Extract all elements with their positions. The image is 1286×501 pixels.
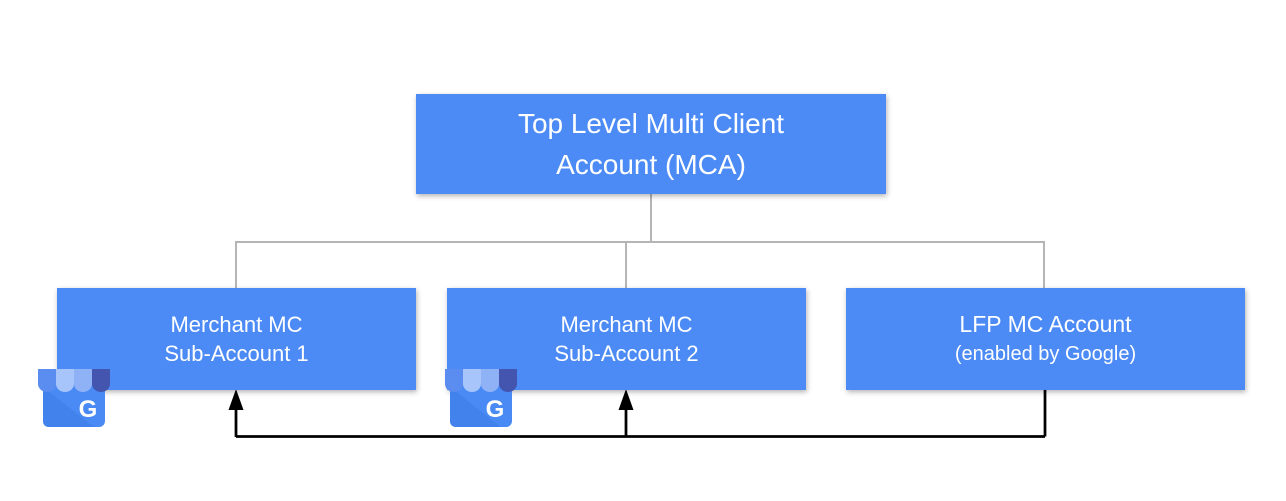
flow-connector-lines (234, 390, 1047, 438)
node-merchant-sub-account-1: Merchant MC Sub-Account 1 (57, 288, 416, 390)
g-letter: G (486, 396, 505, 423)
arrowhead-up-sub1 (228, 389, 244, 410)
awning-stripe-1 (445, 369, 463, 392)
google-business-profile-icon: G (445, 369, 517, 427)
awning-stripe-2 (463, 369, 481, 392)
storefront-shade (450, 387, 501, 427)
node-lfp-mc-account: LFP MC Account (enabled by Google) (846, 288, 1245, 390)
storefront-shade (43, 387, 94, 427)
g-letter: G (79, 396, 98, 423)
google-business-profile-icon: G (38, 369, 110, 427)
node-label-line2: (enabled by Google) (954, 343, 1137, 365)
node-label-line2: Sub-Account 1 (164, 341, 309, 366)
awning-stripe-1 (38, 369, 56, 392)
node-top-level-mca: Top Level Multi Client Account (MCA) (416, 94, 886, 194)
node-label-line1: LFP MC Account (959, 311, 1132, 337)
awning-stripe-3 (481, 369, 499, 392)
arrowhead-up-sub2 (618, 389, 634, 410)
awning-stripe-4 (499, 369, 517, 392)
node-label-line1: Top Level Multi Client (517, 108, 785, 139)
node-label-line2: Account (MCA) (556, 149, 746, 180)
awning-stripe-3 (74, 369, 92, 392)
node-label-line1: Merchant MC (170, 312, 303, 337)
hierarchy-connector-lines (235, 194, 1045, 289)
awning-stripe-4 (92, 369, 110, 392)
node-label-line2: Sub-Account 2 (554, 341, 699, 366)
awning-stripe-2 (56, 369, 74, 392)
node-label-line1: Merchant MC (560, 312, 693, 337)
